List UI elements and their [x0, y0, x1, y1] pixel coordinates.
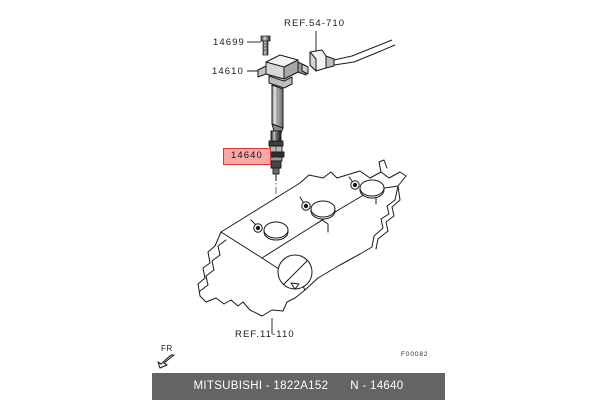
callout-ref-11-110: REF.11-110: [235, 329, 295, 340]
callout-14640-highlighted[interactable]: 14640: [223, 148, 271, 165]
callout-14610: 14610: [212, 66, 244, 77]
bolt-part: [260, 35, 271, 56]
front-direction-arrow-icon: [157, 354, 175, 369]
callout-ref-54-710: REF.54-710: [284, 18, 346, 29]
valve-cover-assembly: [197, 159, 407, 317]
ignition-coil-part: [257, 54, 309, 134]
callout-14699: 14699: [213, 37, 245, 48]
footer-brand-part-number: MITSUBISHI - 1822A152: [193, 379, 329, 392]
wiring-harness-part: [309, 39, 396, 72]
orientation-label: FR: [161, 344, 173, 353]
sheet-code: F00082: [401, 351, 429, 358]
footer-bar: MITSUBISHI - 1822A152 N - 14640: [152, 373, 445, 400]
footer-catalog-code: N - 14640: [350, 379, 404, 392]
